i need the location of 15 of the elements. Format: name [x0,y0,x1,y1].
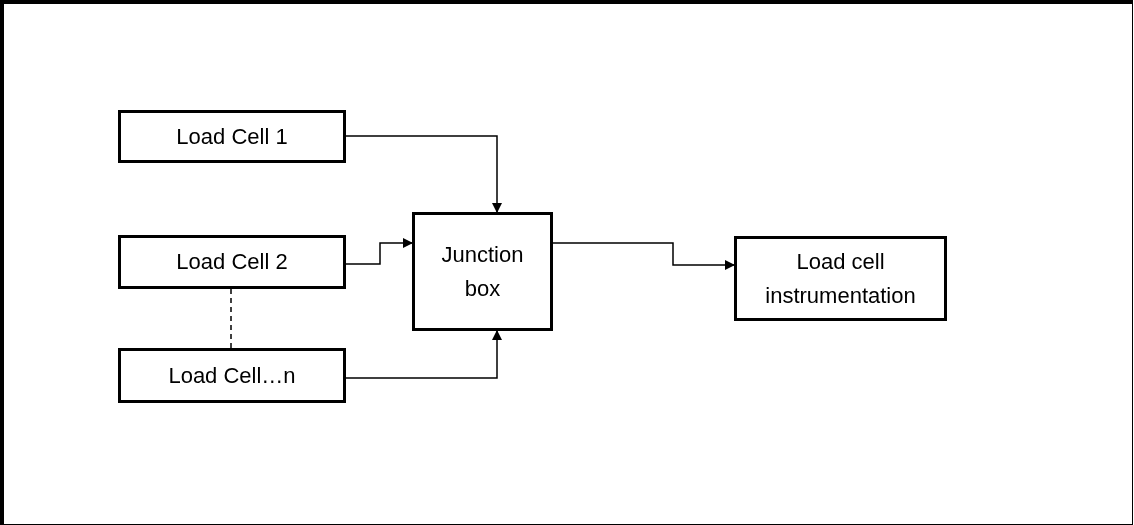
process-box [412,212,553,331]
process-box [734,236,947,321]
arrow [552,242,735,270]
box-label: Load Cell 1 [175,122,289,151]
arrow [345,135,502,213]
process-box [118,110,346,163]
arrow [345,330,502,379]
box-label: Load cell instrumentation [764,247,917,310]
box-label: Load Cell…n [167,361,297,390]
process-box [118,348,346,403]
arrow [345,238,413,265]
box-label: Load Cell 2 [175,248,289,276]
box-label: Junction box [440,240,525,303]
dashed-line [230,288,232,349]
process-box [118,235,346,289]
